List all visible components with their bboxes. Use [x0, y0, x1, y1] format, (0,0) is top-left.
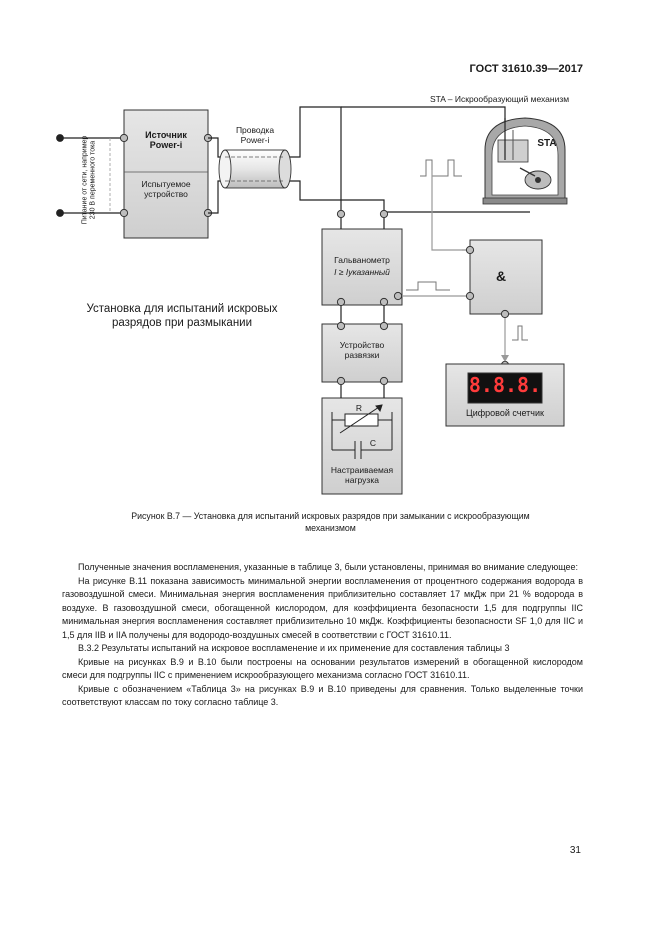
galvanometer-box — [321, 228, 403, 306]
page-number: 31 — [569, 845, 581, 856]
terminal — [119, 208, 129, 218]
paragraph: Полученные значения воспламенения, указа… — [78, 562, 579, 572]
section-heading: В.3.2 Результаты испытаний на искровое в… — [78, 643, 510, 653]
paragraph: На рисунке В.11 показана зависимость мин… — [62, 575, 583, 640]
and-gate-symbol: & — [495, 268, 507, 284]
supply-note: Питание от сети, например 230 В переменн… — [81, 135, 96, 225]
capacitor-label: C — [369, 438, 377, 448]
paragraph: Кривые на рисунках В.9 и В.10 были постр… — [62, 656, 583, 681]
mains-supply-lines — [56, 134, 124, 217]
sta-legend: STA – Искрообразующий механизм — [430, 94, 570, 104]
figure-caption: Рисунок В.7 — Установка для испытаний ис… — [131, 511, 530, 533]
power-source-label: Источник Power-i — [145, 130, 187, 151]
and-gate-box — [469, 239, 543, 315]
wiring-label: Проводка Power-i — [235, 125, 275, 145]
terminal — [119, 133, 129, 143]
galvanometer-label: Гальванометр — [334, 255, 390, 265]
test-setup-diagram — [56, 106, 568, 495]
resistor-label: R — [355, 403, 363, 413]
sta-label: STA — [537, 138, 557, 149]
load-circuit — [331, 404, 393, 459]
setup-title: Установка для испытаний искровых разрядо… — [86, 303, 278, 330]
body-text: Полученные значения воспламенения, указа… — [62, 561, 583, 710]
galvanometer-formula: I ≥ Iуказанный — [334, 267, 390, 277]
paragraph: Кривые с обозначением «Таблица 3» на рис… — [62, 683, 583, 708]
decoupling-box — [321, 323, 403, 383]
counter-digits: 8.8.8. — [468, 373, 542, 397]
counter-display — [467, 372, 543, 404]
adjustable-load-label: Настраиваемая нагрузка — [330, 465, 394, 485]
counter-label: Цифровой счетчик — [466, 408, 544, 418]
power-i-cable — [218, 149, 292, 189]
sta-mechanism — [482, 117, 568, 205]
device-under-test-label: Испытуемое устройство — [141, 179, 191, 199]
power-source-box — [123, 109, 209, 239]
standard-number: ГОСТ 31610.39—2017 — [469, 63, 583, 75]
decoupling-label: Устройство развязки — [339, 340, 385, 360]
